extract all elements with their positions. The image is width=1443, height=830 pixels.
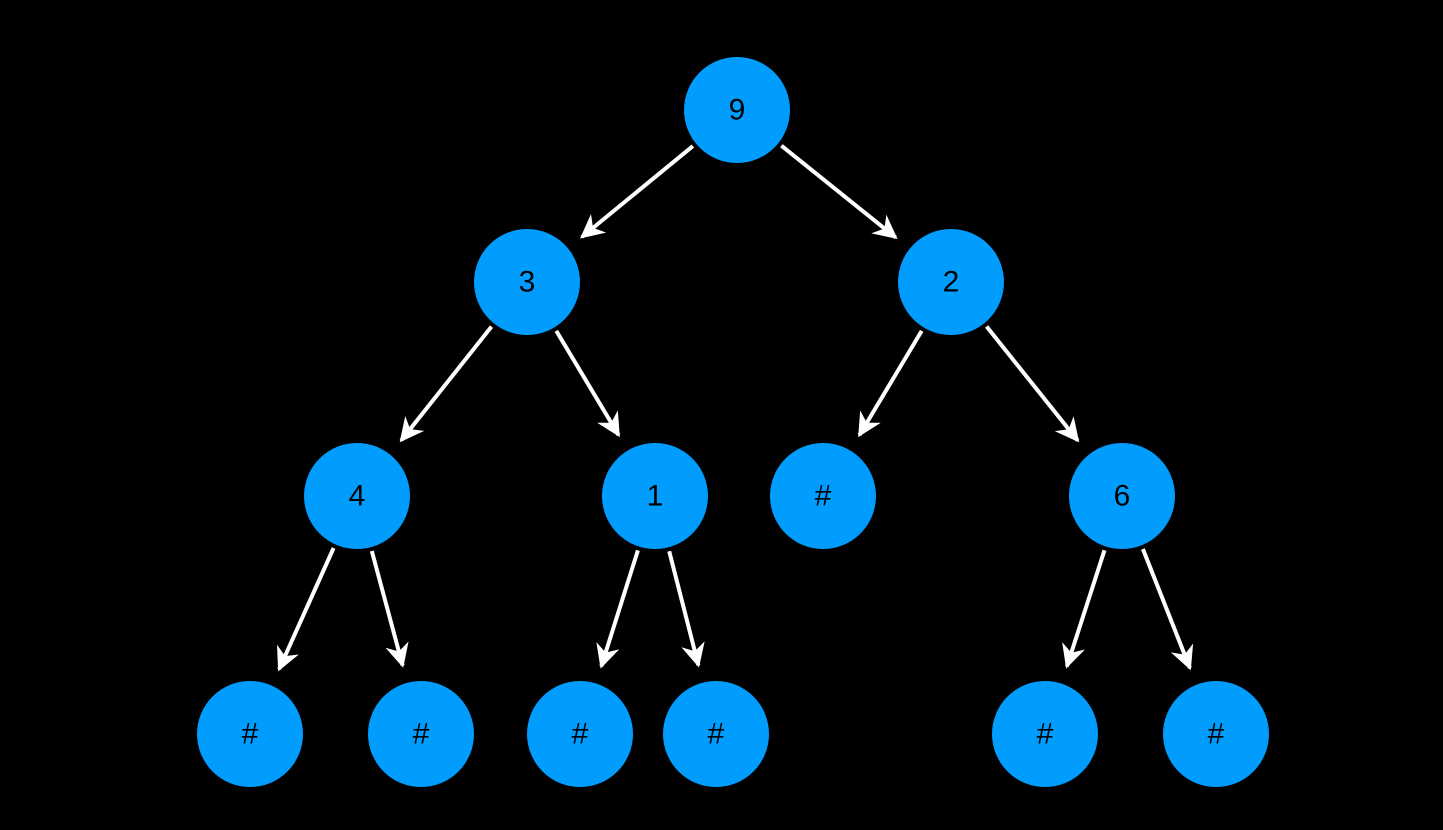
tree-node: 9 bbox=[684, 57, 790, 163]
node-label: # bbox=[1208, 718, 1225, 751]
edge-n9-to-n3 bbox=[580, 144, 695, 239]
node-circle bbox=[684, 57, 790, 163]
node-label: 2 bbox=[943, 266, 960, 299]
nodes: 9 3 2 4 1 #6 # # # # # # bbox=[197, 57, 1269, 787]
tree-node: 1 bbox=[602, 443, 708, 549]
tree-node: # bbox=[527, 681, 633, 787]
tree-node: 6 bbox=[1069, 443, 1175, 549]
node-label: # bbox=[413, 718, 430, 751]
node-circle bbox=[663, 681, 769, 787]
node-circle bbox=[1163, 681, 1269, 787]
tree-node: # bbox=[368, 681, 474, 787]
node-circle bbox=[474, 229, 580, 335]
node-label: 1 bbox=[647, 480, 664, 513]
edge-n4-to-n4r bbox=[369, 550, 409, 668]
node-label: # bbox=[1037, 718, 1054, 751]
edge-n1-to-n1r bbox=[667, 550, 705, 668]
edge-n2-to-n2l bbox=[857, 329, 924, 438]
node-label: 4 bbox=[349, 480, 366, 513]
edge-n9-to-n2 bbox=[780, 144, 898, 240]
edge-n6-to-n6r bbox=[1141, 548, 1194, 671]
tree-node: # bbox=[992, 681, 1098, 787]
node-label: 3 bbox=[519, 266, 536, 299]
node-circle bbox=[898, 229, 1004, 335]
node-circle bbox=[992, 681, 1098, 787]
node-circle bbox=[1069, 443, 1175, 549]
node-circle bbox=[770, 443, 876, 549]
tree-node: # bbox=[1163, 681, 1269, 787]
node-label: # bbox=[242, 718, 259, 751]
edge-n3-to-n4 bbox=[399, 325, 494, 443]
node-circle bbox=[602, 443, 708, 549]
node-label: # bbox=[572, 718, 589, 751]
tree-node: # bbox=[770, 443, 876, 549]
edge-n6-to-n6l bbox=[1062, 549, 1107, 669]
tree-node: # bbox=[663, 681, 769, 787]
node-circle bbox=[527, 681, 633, 787]
node-label: # bbox=[815, 480, 832, 513]
edge-n2-to-n6 bbox=[985, 325, 1080, 443]
edge-n1-to-n1l bbox=[596, 549, 640, 669]
tree-node: 2 bbox=[898, 229, 1004, 335]
node-label: # bbox=[708, 718, 725, 751]
tree-node: 4 bbox=[304, 443, 410, 549]
edge-n4-to-n4l bbox=[277, 547, 336, 672]
tree-node: # bbox=[197, 681, 303, 787]
edges bbox=[277, 144, 1194, 672]
node-circle bbox=[304, 443, 410, 549]
node-label: 6 bbox=[1114, 480, 1131, 513]
node-label: 9 bbox=[729, 94, 746, 127]
node-circle bbox=[368, 681, 474, 787]
tree-node: 3 bbox=[474, 229, 580, 335]
node-circle bbox=[197, 681, 303, 787]
edge-n3-to-n1 bbox=[554, 329, 621, 438]
